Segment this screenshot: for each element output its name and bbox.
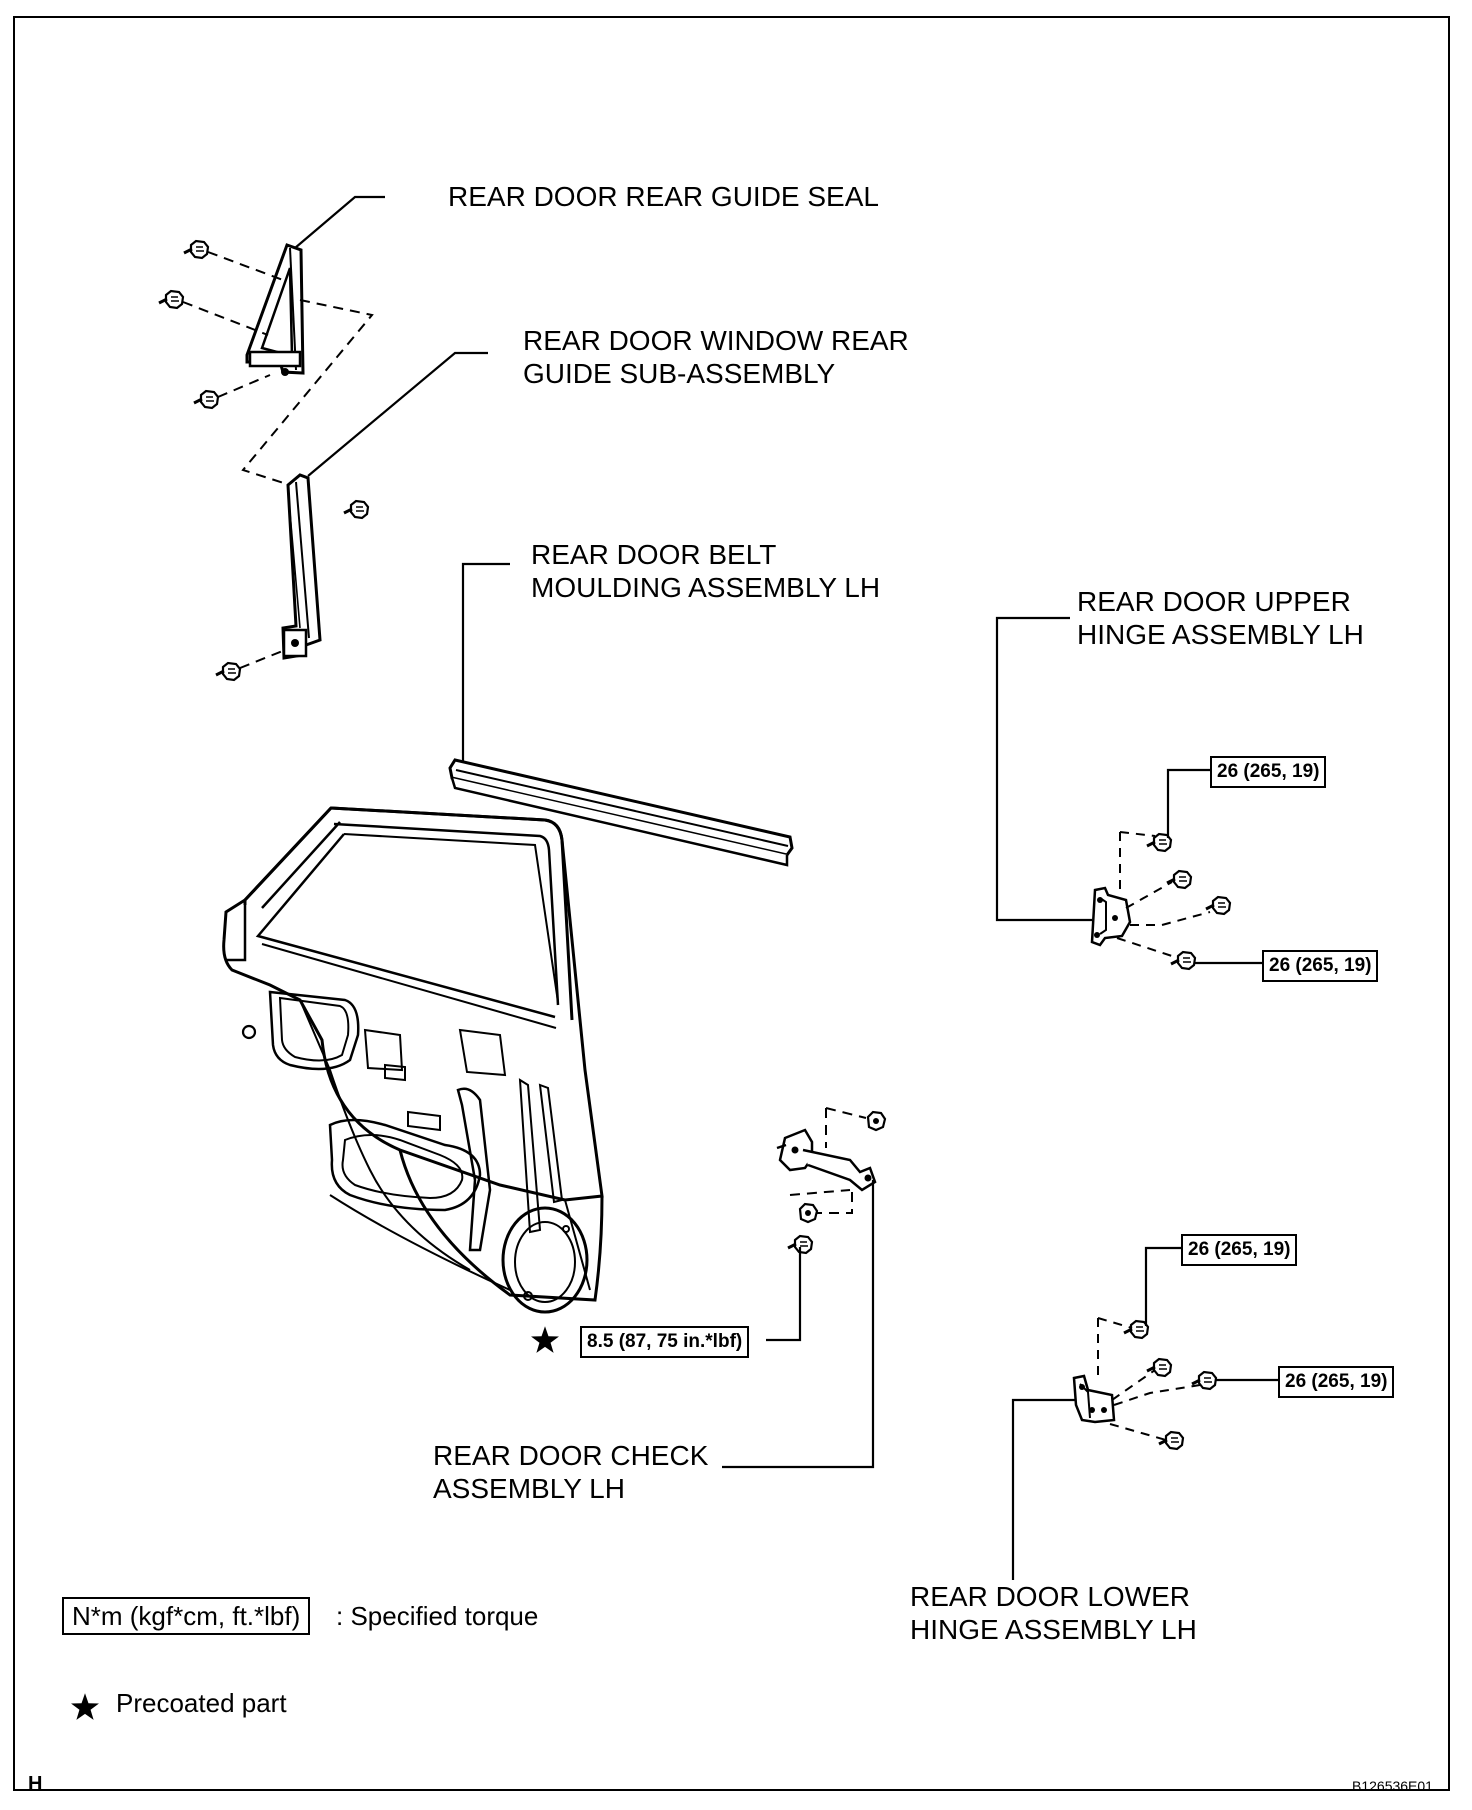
lower-hinge-bolt-1 [1122,1319,1150,1340]
lower-hinge-part [1072,1374,1116,1424]
window-guide-bolt-lower [214,661,242,682]
view-letter: H [28,1773,43,1795]
rear-guide-seal-part [245,243,305,376]
label-upper-hinge-1: REAR DOOR UPPER [1077,586,1351,617]
label-check-1: REAR DOOR CHECK [433,1440,709,1471]
torque-upper-hinge-top: 26 (265, 19) [1210,756,1327,788]
lower-hinge-bolt-4 [1157,1430,1185,1451]
torque-lower-hinge-top: 26 (265, 19) [1181,1234,1298,1266]
torque-check-bolt: 8.5 (87, 75 in.*lbf) [580,1326,750,1358]
check-nut-upper [866,1110,887,1132]
label-window-rear-guide-1: REAR DOOR WINDOW REAR [523,325,909,356]
label-lower-hinge-2: HINGE ASSEMBLY LH [910,1614,1197,1645]
label-window-rear-guide-2: GUIDE SUB-ASSEMBLY [523,358,836,389]
diagram-frame [13,16,1450,1791]
upper-hinge-part [1090,886,1132,947]
label-belt-moulding-1: REAR DOOR BELT [531,539,777,570]
rear-guide-seal-bolts [157,239,220,410]
label-rear-guide-seal: REAR DOOR REAR GUIDE SEAL [448,181,879,212]
torque-lower-hinge-right: 26 (265, 19) [1278,1366,1395,1398]
torque-upper-hinge-bottom: 26 (265, 19) [1262,950,1379,982]
label-upper-hinge-2: HINGE ASSEMBLY LH [1077,619,1364,650]
legend-torque-text: : Specified torque [336,1601,539,1631]
figure-code: B126536E01 [1352,1778,1433,1794]
belt-moulding-part [448,758,794,867]
label-belt-moulding-2: MOULDING ASSEMBLY LH [531,572,881,603]
upper-hinge-bolt-4 [1169,950,1197,971]
lower-hinge-bolt-2 [1145,1357,1173,1378]
window-rear-guide-part [281,473,322,660]
legend-star-icon [71,1693,99,1720]
label-lower-hinge-1: REAR DOOR LOWER [910,1581,1191,1612]
star-icon [531,1326,559,1353]
label-check-2: ASSEMBLY LH [433,1473,625,1504]
legend-torque-box: N*m (kgf*cm, ft.*lbf) [62,1597,311,1635]
legend-precoated-text: Precoated part [116,1688,287,1718]
bolt-icon [192,389,220,410]
check-nut-lower [798,1202,819,1224]
rear-door-panel [222,806,604,1314]
door-check-part [776,1128,877,1192]
bolt-icon [182,239,210,260]
window-guide-bolt-upper [342,499,370,520]
upper-hinge-bolt-2 [1165,869,1193,890]
bolt-icon [157,289,185,310]
